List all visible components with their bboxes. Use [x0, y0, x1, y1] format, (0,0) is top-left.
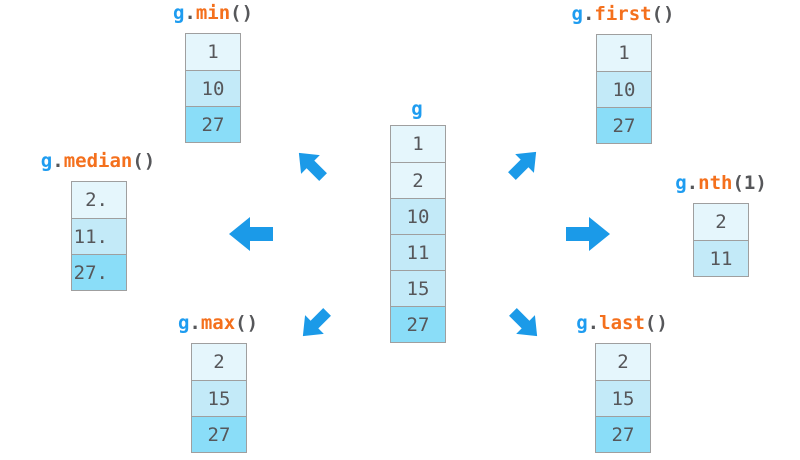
label-g-first: g.first() — [513, 3, 733, 25]
label-g-median: g.median() — [0, 150, 208, 172]
label-g-min: g.min() — [103, 2, 323, 24]
table-cell: 27 — [391, 306, 445, 342]
arrow-to-first-icon — [502, 142, 545, 185]
table-cell: 11 — [391, 234, 445, 270]
table-cell: 2. — [72, 182, 126, 218]
dot-punct: . — [582, 3, 595, 25]
call-parens: () — [230, 2, 254, 24]
table-cell: 2 — [596, 344, 650, 380]
table-g-max: 2 15 27 — [191, 343, 247, 453]
dot-punct: . — [686, 172, 699, 194]
table-cell: 2 — [192, 344, 246, 380]
call-parens: () — [644, 312, 668, 334]
table-cell: 11 — [694, 240, 748, 276]
dot-punct: . — [189, 312, 201, 334]
table-cell: 1 — [186, 34, 240, 70]
object-name: g — [177, 312, 190, 334]
method-name: nth — [698, 172, 733, 194]
table-cell: 11. — [72, 218, 126, 254]
method-name: first — [594, 3, 652, 25]
table-cell: 27. — [72, 254, 126, 290]
table-cell: 27 — [596, 416, 650, 452]
method-name: max — [200, 312, 236, 334]
object-name: g — [571, 3, 583, 25]
table-cell: 15 — [596, 380, 650, 416]
object-name: g — [411, 98, 423, 120]
object-name: g — [40, 150, 53, 172]
label-g-nth: g.nth(1) — [611, 172, 800, 194]
table-cell: 15 — [192, 380, 246, 416]
table-g-nth: 2 11 — [693, 203, 749, 277]
arrow-to-median-icon — [229, 217, 273, 251]
table-cell: 2 — [694, 204, 748, 240]
label-g-last: g.last() — [512, 312, 732, 334]
table-cell: 1 — [597, 35, 651, 71]
arrow-to-nth-icon — [566, 217, 610, 251]
object-name: g — [172, 2, 185, 24]
table-cell: 27 — [597, 107, 651, 143]
object-name: g — [576, 312, 588, 334]
arrow-to-min-icon — [289, 143, 332, 186]
call-parens: () — [651, 3, 675, 25]
table-g-first: 1 10 27 — [596, 34, 652, 144]
table-g-last: 2 15 27 — [595, 343, 651, 453]
arrow-to-max-icon — [293, 302, 336, 345]
object-name: g — [675, 172, 687, 194]
table-cell: 15 — [391, 270, 445, 306]
method-name: median — [63, 150, 133, 172]
table-cell: 1 — [391, 126, 445, 162]
call-parens: (1) — [732, 172, 767, 194]
dot-punct: . — [184, 2, 196, 24]
table-cell: 10 — [186, 70, 240, 106]
label-g: g — [307, 98, 527, 120]
dot-punct: . — [587, 312, 600, 334]
dot-punct: . — [52, 150, 64, 172]
table-cell: 10 — [597, 71, 651, 107]
call-parens: () — [235, 312, 259, 334]
arrow-to-last-icon — [503, 302, 546, 345]
table-cell: 27 — [186, 106, 240, 142]
table-cell: 2 — [391, 162, 445, 198]
method-name: min — [195, 2, 231, 24]
label-g-max: g.max() — [108, 312, 328, 334]
table-g-median: 2. 11. 27. — [71, 181, 127, 291]
table-cell: 10 — [391, 198, 445, 234]
table-g: 1 2 10 11 15 27 — [390, 125, 446, 343]
call-parens: () — [132, 150, 156, 172]
table-cell: 27 — [192, 416, 246, 452]
method-name: last — [599, 312, 645, 334]
table-g-min: 1 10 27 — [185, 33, 241, 143]
